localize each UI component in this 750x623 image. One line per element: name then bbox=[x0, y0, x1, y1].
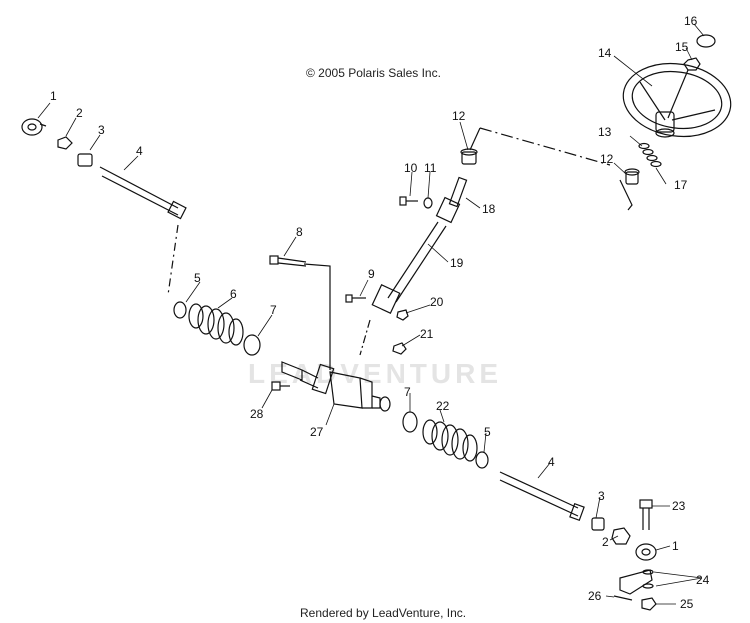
watermark: LEADVENTURE bbox=[248, 358, 503, 389]
callout-14: 14 bbox=[598, 46, 612, 60]
spacer-3-part[interactable] bbox=[77, 153, 93, 167]
bushing-12-part[interactable] bbox=[460, 148, 478, 165]
callout-16: 16 bbox=[684, 14, 698, 28]
rod-end-1-right-part[interactable] bbox=[635, 543, 657, 561]
callout-18: 18 bbox=[482, 202, 496, 216]
jam-nut-2-part[interactable] bbox=[57, 136, 73, 150]
callout-22: 22 bbox=[436, 399, 450, 413]
callout-27: 27 bbox=[310, 425, 324, 439]
boot-6-part[interactable] bbox=[188, 303, 244, 346]
wheel-nut-part[interactable] bbox=[683, 57, 701, 71]
nut-21-part[interactable] bbox=[392, 342, 407, 355]
steering-wheel-part[interactable] bbox=[619, 57, 736, 143]
nut-20-part[interactable] bbox=[396, 309, 409, 321]
callout-21: 21 bbox=[420, 327, 434, 341]
callout-25: 25 bbox=[680, 597, 694, 611]
bolt-23-part[interactable] bbox=[639, 499, 653, 530]
bushing-upper-part[interactable] bbox=[624, 168, 640, 185]
clamp-7-right-part[interactable] bbox=[402, 411, 418, 433]
bracket-24-part[interactable] bbox=[619, 569, 654, 595]
callout-20: 20 bbox=[430, 295, 444, 309]
callout-19: 19 bbox=[450, 256, 464, 270]
callout-12a: 12 bbox=[452, 109, 466, 123]
callout-26: 26 bbox=[588, 589, 602, 603]
callout-6: 6 bbox=[230, 287, 237, 301]
callout-23: 23 bbox=[672, 499, 686, 513]
washer-11-part[interactable] bbox=[423, 197, 433, 209]
callout-13: 13 bbox=[598, 125, 612, 139]
callout-3: 3 bbox=[98, 123, 105, 137]
callout-9: 9 bbox=[368, 267, 375, 281]
bolt-9-part[interactable] bbox=[345, 294, 366, 303]
callout-8: 8 bbox=[296, 225, 303, 239]
callout-11: 11 bbox=[424, 161, 437, 175]
tie-rod-right-part[interactable] bbox=[499, 471, 585, 522]
bolt-10-part[interactable] bbox=[399, 196, 418, 206]
wheel-cap-part[interactable] bbox=[696, 34, 716, 48]
callout-7b: 7 bbox=[404, 385, 411, 399]
callout-2: 2 bbox=[76, 106, 83, 120]
callout-12b: 12 bbox=[600, 152, 614, 166]
callout-17: 17 bbox=[674, 178, 688, 192]
callout-10: 10 bbox=[404, 161, 418, 175]
callout-2b: 2 bbox=[602, 535, 609, 549]
callout-4: 4 bbox=[136, 144, 143, 158]
callout-1: 1 bbox=[50, 89, 57, 103]
bolt-28-part[interactable] bbox=[271, 381, 290, 391]
rod-end-1-part[interactable] bbox=[21, 118, 47, 136]
steering-shaft-part[interactable] bbox=[371, 176, 468, 314]
callout-5b: 5 bbox=[484, 425, 491, 439]
spacer-3-right-part[interactable] bbox=[591, 517, 605, 531]
cotter-pin-26-part[interactable] bbox=[613, 595, 633, 601]
tie-rod-left-part[interactable] bbox=[99, 166, 187, 220]
callout-15: 15 bbox=[675, 40, 689, 54]
callout-28: 28 bbox=[250, 407, 264, 421]
copyright-notice: © 2005 Polaris Sales Inc. bbox=[306, 66, 441, 80]
clamp-5-right-part[interactable] bbox=[475, 451, 489, 469]
clamp-5-left-part[interactable] bbox=[173, 301, 187, 319]
footer-credit: Rendered by LeadVenture, Inc. bbox=[300, 606, 467, 620]
rack-assembly-part[interactable] bbox=[281, 361, 391, 412]
bolt-8-part[interactable] bbox=[269, 255, 307, 267]
boot-22-part[interactable] bbox=[422, 419, 478, 462]
callout-24: 24 bbox=[696, 573, 710, 587]
clamp-7-left-part[interactable] bbox=[243, 334, 261, 356]
nut-25-part[interactable] bbox=[641, 597, 657, 611]
washer-stack-part[interactable] bbox=[638, 142, 662, 168]
callout-1b: 1 bbox=[672, 539, 679, 553]
callout-5: 5 bbox=[194, 271, 201, 285]
callout-3b: 3 bbox=[598, 489, 605, 503]
jam-nut-2-right-part[interactable] bbox=[611, 527, 631, 545]
callout-7: 7 bbox=[270, 303, 277, 317]
callout-4b: 4 bbox=[548, 455, 555, 469]
